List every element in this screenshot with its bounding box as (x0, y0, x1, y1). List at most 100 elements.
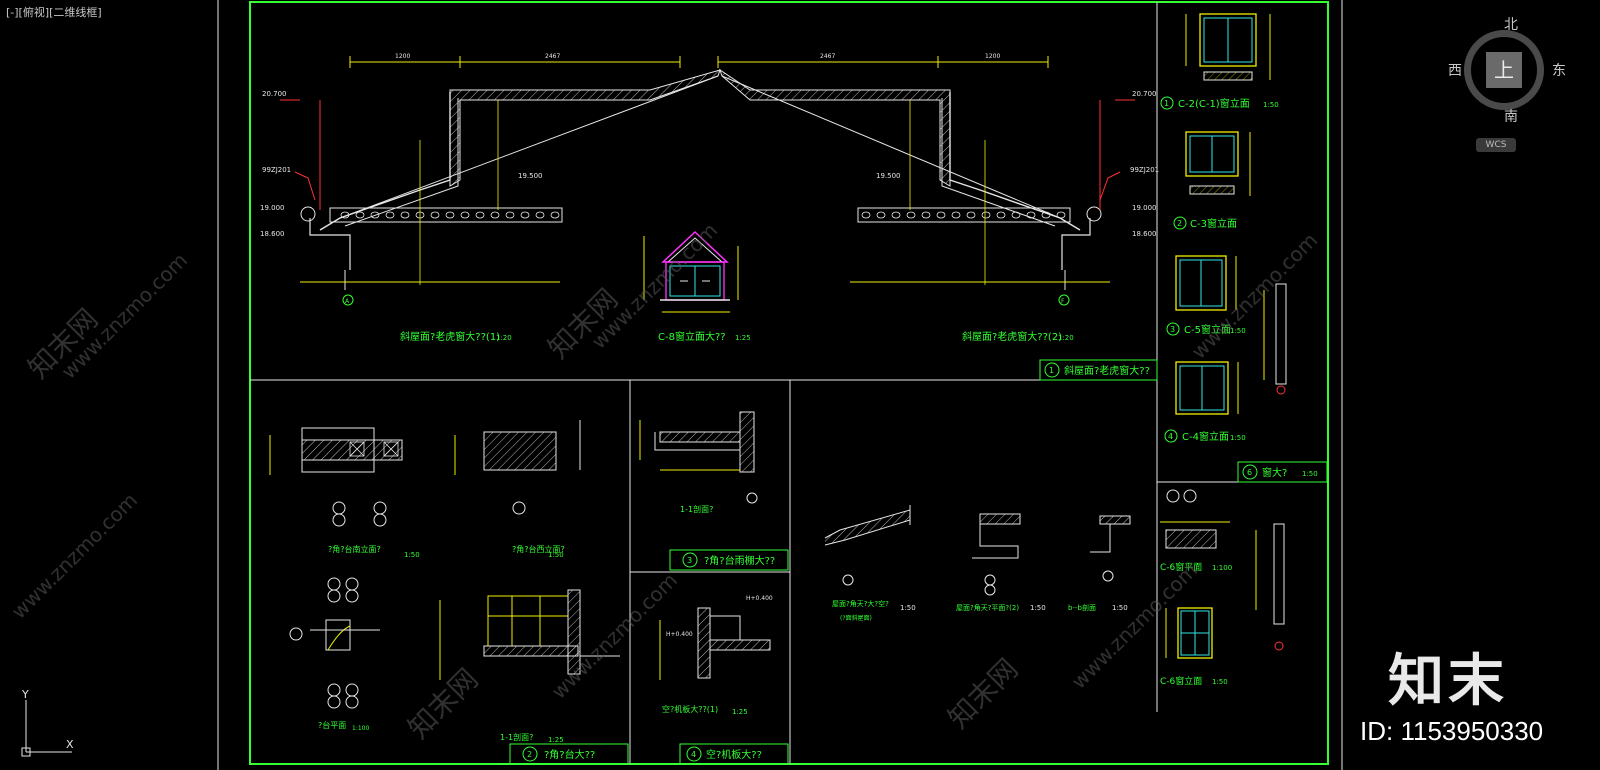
title-ac-detail: 空?机板大?? (706, 748, 762, 761)
watermark-diagonal: www.znzmo.com www.znzmo.com www.znzmo.co… (7, 218, 1323, 745)
elev-18600-left: 18.600 (260, 230, 285, 238)
side-left: 1200 (395, 53, 410, 60)
elev-19500-left: 19.500 (518, 172, 543, 180)
scale-win-sec: 1:50 (1302, 470, 1318, 478)
title-eave1: 屋面?角天?大?空? (832, 599, 889, 608)
title-sec1: 斜屋面?老虎窗大?? (1064, 364, 1150, 377)
svg-text:www.znzmo.com: www.znzmo.com (7, 488, 143, 624)
ref-right: 99ZJ201 (1130, 166, 1159, 174)
title-canopy-sec: 1-1剖面? (680, 504, 713, 514)
scale-c6-plan: 1:100 (1212, 564, 1232, 572)
sheet-frame (217, 0, 1343, 770)
axis-label-a: A (345, 298, 350, 305)
c8-window-elevation[interactable]: C-8窗立面大?? 1:25 (643, 230, 751, 343)
ac-h2: H+0.400 (666, 631, 693, 638)
scale-c8: 1:25 (735, 334, 751, 342)
scale-bay-south: 1:50 (404, 551, 420, 559)
scale-c2: 1:50 (1263, 101, 1279, 109)
title-bay-west: ?角?台西立面? (512, 544, 565, 554)
viewport-controls-label[interactable]: [-][俯视][二维线框] (6, 6, 102, 19)
scale-eave2: 1:50 (1030, 604, 1046, 612)
title-bb: b--b剖面 (1068, 603, 1096, 612)
sec1-num: 1 (1049, 366, 1054, 375)
scale-roof-2: 1:20 (1058, 334, 1074, 342)
scale-eave1: 1:50 (900, 604, 916, 612)
title-c4: C-4窗立面 (1182, 430, 1229, 443)
c2-num: 1 (1164, 99, 1169, 108)
elev-18600-right: 18.600 (1132, 230, 1157, 238)
title-roof-1: 斜屋面?老虎窗大??(1) (400, 330, 500, 343)
viewcube-compass-ring[interactable] (1464, 30, 1544, 110)
title-c5: C-5窗立面 (1184, 323, 1231, 336)
title-c6-elev: C-6窗立面 (1160, 675, 1202, 687)
scale-c4: 1:50 (1230, 434, 1246, 442)
watermark-id: ID: 1153950330 (1360, 716, 1544, 746)
scale-bay-1-1: 1:25 (548, 736, 564, 744)
svg-text:www.znzmo.com: www.znzmo.com (1067, 558, 1203, 694)
scale-ac-board: 1:25 (732, 708, 748, 716)
title-bay-1-1: 1-1剖面? (500, 732, 533, 742)
svg-text:www.znzmo.com: www.znzmo.com (1187, 228, 1323, 364)
canopy-section[interactable]: 1-1剖面? 3 ?角?台雨棚大?? (639, 411, 789, 571)
title-bay-detail: ?角?台大?? (544, 748, 595, 761)
side-right: 1200 (985, 53, 1000, 60)
viewcube-east[interactable]: 东 (1552, 63, 1566, 79)
scale-bay-west: 1:50 (548, 551, 564, 559)
sub-eave1: (?面斜屋面) (840, 614, 872, 622)
c3-num: 2 (1177, 219, 1182, 228)
scale-bay-plan: 1:100 (352, 725, 369, 732)
elev-20700-right: 20.700 (1132, 90, 1157, 98)
elev-20700-left: 20.700 (262, 90, 287, 98)
scale-c6-elev: 1:50 (1212, 678, 1228, 686)
window-elevations[interactable]: 1 C-2(C-1)窗立面 1:50 2 C-3窗立面 3 C-5窗立面 1:5… (1160, 13, 1328, 483)
c5-num: 3 (1170, 325, 1175, 334)
bay-window-plan[interactable]: ?台平面 1:100 (289, 577, 380, 732)
ac-detail-num: 4 (691, 750, 696, 759)
eave-details[interactable]: 屋面?角天?大?空? (?面斜屋面) 1:50 屋面?角天?平面?(2) 1:5… (824, 505, 1131, 622)
bay-window-elevations[interactable]: ?角?台南立面? 1:50 ?角?台西立面? 1:50 (269, 420, 581, 559)
title-win-sec: 窗大? (1262, 466, 1287, 479)
viewcube[interactable]: 北 南 西 东 上 WCS (1448, 17, 1566, 158)
title-c8: C-8窗立面大?? (658, 330, 726, 343)
bay-detail-num: 2 (527, 750, 532, 759)
c4-num: 4 (1168, 432, 1173, 441)
win-sec-num: 6 (1247, 468, 1252, 477)
span-left: 2467 (545, 53, 560, 60)
title-bay-south: ?角?台南立面? (328, 544, 381, 554)
ucs-icon: Y X (21, 688, 74, 757)
title-bay-plan: ?台平面 (318, 720, 346, 730)
axis-label-f: F (1061, 298, 1065, 305)
elev-19000-right: 19.000 (1132, 204, 1157, 212)
roof-dormer-section-2[interactable]: F 20.700 19.000 18.600 19.500 99ZJ201 24… (717, 53, 1159, 343)
title-eave2: 屋面?角天?平面?(2) (956, 603, 1019, 612)
scale-roof-1: 1:20 (496, 334, 512, 342)
title-roof-2: 斜屋面?老虎窗大??(2) (962, 330, 1062, 343)
bay-window-section[interactable]: 1-1剖面? 1:25 2 ?角?台大?? (439, 589, 629, 765)
ac-h1: H+0.400 (746, 595, 773, 602)
svg-text:知末网: 知末网 (402, 662, 485, 745)
title-c3: C-3窗立面 (1190, 217, 1237, 230)
ac-board-section[interactable]: H+0.400 H+0.400 空?机板大??(1) 1:25 4 空?机板大?… (659, 595, 789, 765)
watermark-logo: 知末 (1388, 649, 1508, 714)
ref-left: 99ZJ201 (262, 166, 291, 174)
viewcube-west[interactable]: 西 (1448, 63, 1462, 79)
wcs-menu-button[interactable]: WCS (1476, 138, 1516, 152)
svg-text:知末网: 知末网 (942, 652, 1025, 735)
roof-dormer-section-1[interactable]: A 20.700 19.000 18.600 19.500 99ZJ201 24… (260, 53, 721, 343)
title-c2: C-2(C-1)窗立面 (1178, 97, 1250, 110)
title-c6-plan: C-6窗平面 (1160, 561, 1202, 573)
c6-window-drawings[interactable]: C-6窗平面 1:100 C-6窗立面 1:50 (1160, 489, 1285, 687)
section-1-title: 1 斜屋面?老虎窗大?? (1039, 359, 1158, 381)
viewcube-top-face[interactable]: 上 (1486, 52, 1522, 88)
viewcube-south[interactable]: 南 (1504, 109, 1518, 125)
scale-bb: 1:50 (1112, 604, 1128, 612)
viewcube-north[interactable]: 北 (1504, 17, 1518, 33)
scale-c5: 1:50 (1230, 327, 1246, 335)
span-right: 2467 (820, 53, 835, 60)
ucs-x-label: X (66, 738, 74, 751)
canopy-num: 3 (687, 556, 692, 565)
title-ac-board: 空?机板大??(1) (662, 704, 718, 714)
title-canopy: ?角?台雨棚大?? (704, 554, 775, 567)
